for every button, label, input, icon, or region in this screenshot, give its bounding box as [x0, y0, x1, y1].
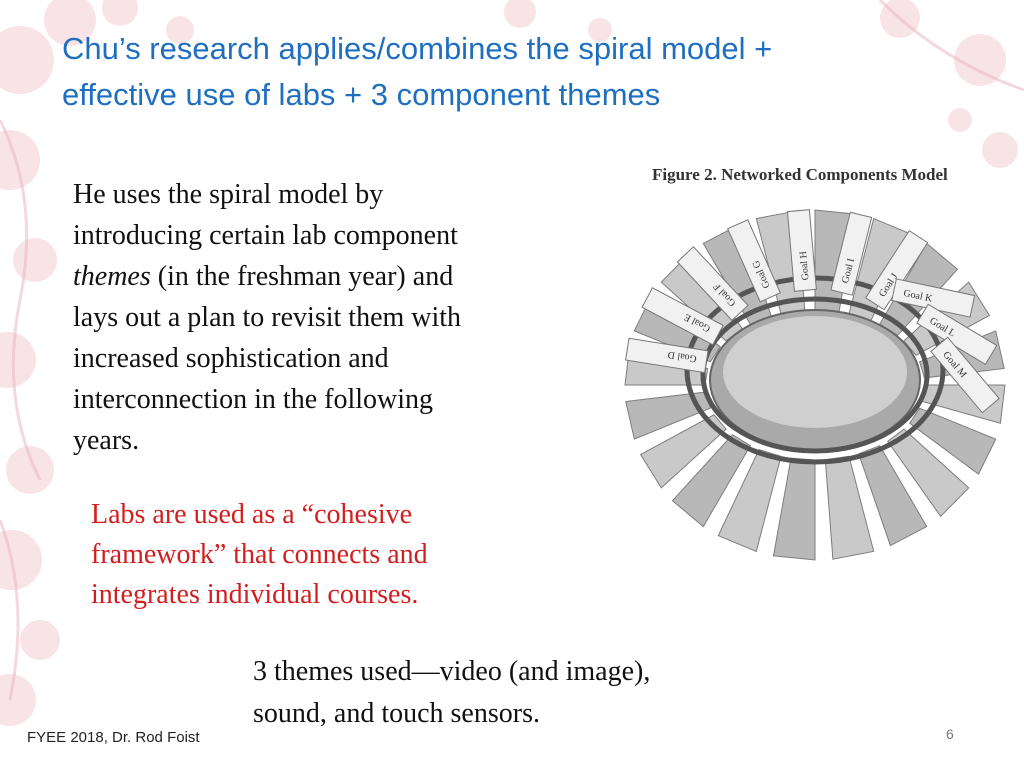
outer-blade [909, 407, 997, 475]
goal-card-label: Goal D [667, 349, 698, 364]
page-number: 6 [946, 726, 954, 742]
ring-inner [700, 296, 930, 454]
outer-blade [717, 448, 782, 553]
footer-credit: FYEE 2018, Dr. Rod Foist [27, 729, 200, 746]
goal-card-face [624, 337, 709, 374]
outer-blade [887, 428, 970, 518]
themes-emphasis: themes [73, 261, 151, 292]
slide-title: Chu’s research applies/combines the spir… [62, 26, 962, 118]
outer-blade [671, 433, 751, 528]
goal-card-face [864, 229, 929, 311]
goal-card-face [641, 287, 724, 346]
goal-card: Goal D [624, 337, 709, 374]
body-line-6: interconnection in the following [73, 384, 434, 415]
goal-card-face [830, 211, 873, 296]
body-line-4: lays out a plan to revisit them with [73, 302, 462, 333]
callout-line-1: Labs are used as a “cohesive [91, 499, 413, 530]
outer-blade [639, 414, 727, 489]
goal-card-face [727, 219, 781, 303]
body-line-1: He uses the spiral model by [73, 179, 384, 210]
outer-blade [858, 445, 928, 547]
body-line-3: themes (in the freshman year) and [73, 256, 563, 297]
goal-card-face [786, 209, 817, 292]
themes-statement: 3 themes used—video (and image), sound, … [253, 651, 773, 735]
spiral-model-paragraph: He uses the spiral model by introducing … [73, 174, 563, 461]
title-line-2: effective use of labs + 3 component them… [62, 77, 661, 112]
goal-card-face [676, 246, 749, 322]
goal-card: Goal G [727, 219, 781, 303]
goal-card: Goal L [916, 303, 998, 366]
goal-card-face [930, 336, 1000, 414]
callout-line-2: framework” that connects and [91, 539, 428, 570]
inner-floor-shade [723, 316, 907, 428]
body-line-5: increased sophistication and [73, 343, 389, 374]
body-line-2: introducing certain lab component [73, 220, 458, 251]
goal-card-label: Goal H [798, 251, 812, 281]
themes-line-1: 3 themes used—video (and image), [253, 656, 651, 687]
goal-card: Goal I [830, 211, 873, 296]
body-line-7: years. [73, 425, 140, 456]
callout-line-3: integrates individual courses. [91, 579, 419, 610]
body-line-3-rest: (in the freshman year) and [150, 261, 454, 292]
goal-card: Goal H [786, 209, 817, 292]
figure-caption: Figure 2. Networked Components Model [652, 165, 948, 184]
goal-card: Goal E [641, 287, 724, 346]
themes-line-2: sound, and touch sensors. [253, 698, 540, 729]
title-line-1: Chu’s research applies/combines the spir… [62, 31, 773, 66]
labs-framework-callout: Labs are used as a “cohesive framework” … [91, 495, 531, 615]
outer-blade [772, 457, 816, 561]
